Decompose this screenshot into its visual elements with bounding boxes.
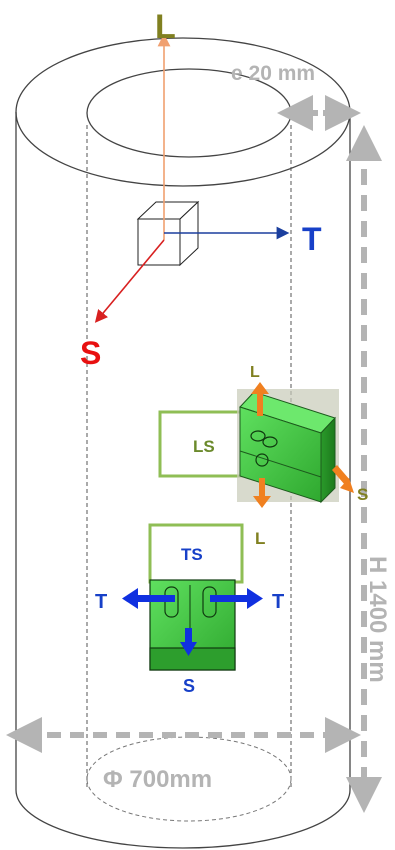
- diameter-label: Φ 700mm: [103, 766, 212, 793]
- ts-green-block: [149, 579, 236, 671]
- diameter-dimension: Φ 700mm: [6, 717, 361, 793]
- T-axis-label: T: [302, 221, 322, 257]
- ls-specimen: LS L L S: [158, 364, 368, 548]
- ls-box-label: LS: [193, 437, 215, 456]
- ls-side-arrow-label: S: [357, 485, 368, 504]
- ts-arrow-right: [210, 588, 263, 609]
- S-axis-label: S: [80, 335, 101, 371]
- wall-thickness-label: e 20 mm: [231, 62, 315, 85]
- ts-right-arrow-label: T: [272, 591, 284, 613]
- wall-thickness-dimension: e 20 mm: [231, 62, 361, 131]
- coordinate-system: L T S: [80, 8, 322, 371]
- ls-bottom-arrow-label: L: [255, 529, 265, 548]
- ts-bottom-arrow-label: S: [183, 676, 195, 696]
- ls-top-arrow-label: L: [250, 364, 260, 381]
- ts-left-arrow-label: T: [95, 591, 107, 613]
- L-axis-label: L: [155, 8, 176, 46]
- S-axis-arrow: [94, 239, 165, 323]
- ls-arrow-side: [332, 465, 354, 493]
- ts-box-label: TS: [181, 545, 203, 564]
- ls-arrow-top: [251, 382, 269, 416]
- ts-arrow-left: [122, 588, 175, 609]
- ts-arrow-bottom: [180, 628, 197, 656]
- ls-arrow-bottom: [253, 478, 271, 508]
- height-label: H 1400 mm: [364, 556, 391, 683]
- ts-specimen: TS T T S: [95, 523, 284, 696]
- height-dimension: H 1400 mm: [346, 125, 391, 813]
